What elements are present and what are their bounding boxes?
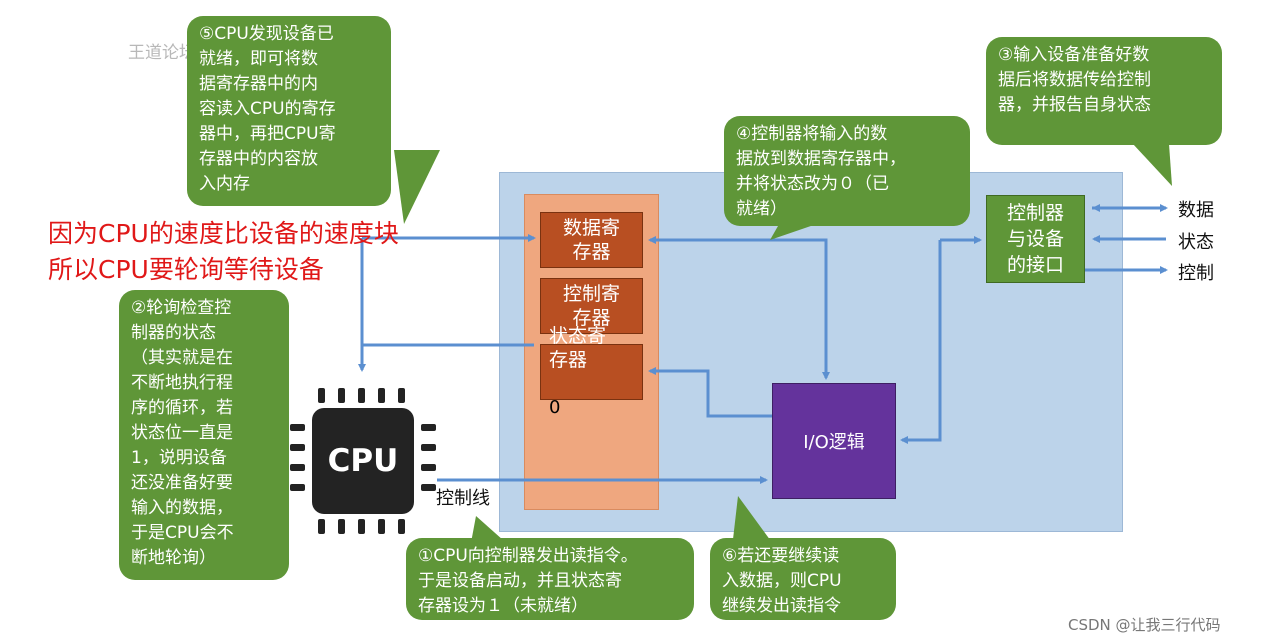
cpu-pin [290,464,305,471]
data-register: 数据寄存器 [540,212,643,268]
cpu-label: CPU [312,408,414,514]
cpu-pin [318,388,325,403]
cpu-pin [290,484,305,491]
cpu-pin [290,444,305,451]
note-step1: ①CPU向控制器发出读指令。于是设备启动，并且状态寄存器设为１（未就绪） [406,538,694,620]
note-step4: ④控制器将输入的数据放到数据寄存器中，并将状态改为０（已就绪） [724,116,970,226]
cpu-pin [421,444,436,451]
controller-device-interface: 控制器与设备的接口 [986,195,1085,283]
status-register-value: 0 [549,397,561,418]
cpu-pin [421,464,436,471]
note-step5: ⑤CPU发现设备已就绪，即可将数据寄存器中的内容读入CPU的寄存器中，再把CPU… [187,16,391,206]
cpu-pin [290,424,305,431]
wire-io-to-status-register [648,367,772,418]
status-register: 状态寄存器 0 [540,325,643,418]
cpu-pin [318,519,325,534]
cpu-pin [378,388,385,403]
cpu-pin [338,519,345,534]
signal-data-label: 数据 [1178,200,1214,221]
cpu-pin [358,388,365,403]
wire-interface-to-io [900,240,942,444]
watermark: 王道论坛 [128,43,196,63]
cpu-pin [398,388,405,403]
note5-pointer [394,150,440,224]
control-register: 控制寄存器 [540,278,643,334]
io-logic-block: I/O逻辑 [772,383,896,499]
cpu-pin [358,519,365,534]
cpu-pin [421,424,436,431]
cpu-chip: CPU [290,388,436,534]
signal-status-label: 状态 [1178,232,1214,253]
signal-control-label: 控制 [1178,263,1214,284]
control-line-label: 控制线 [436,488,490,509]
csdn-credit: CSDN @让我三行代码 [1068,616,1221,634]
cpu-pin [338,388,345,403]
note6-pointer [732,496,776,548]
cpu-pin [378,519,385,534]
cpu-pin [398,519,405,534]
wire-io-to-data-register [648,236,828,378]
note-step3: ③输入设备准备好数据后将数据传给控制器，并报告自身状态 [986,37,1222,145]
cpu-pin [421,484,436,491]
red-annotation: 因为CPU的速度比设备的速度块 所以CPU要轮询等待设备 [48,219,399,284]
